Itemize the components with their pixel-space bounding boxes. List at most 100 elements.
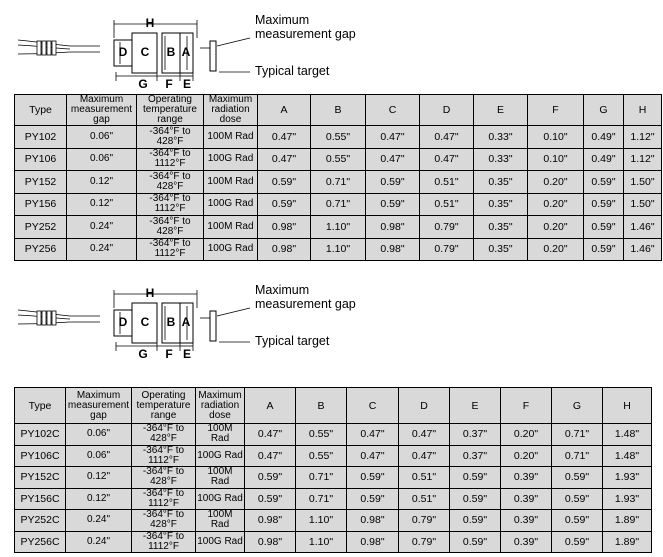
table-cell: 0.55" xyxy=(310,147,366,171)
dim-label-f: F xyxy=(165,77,172,91)
table-cell: 0.47" xyxy=(419,125,474,149)
header-cell: H xyxy=(602,387,652,424)
dimension-lines xyxy=(113,290,251,351)
connector-nut-icon xyxy=(36,40,57,56)
table-cell: 1.12" xyxy=(623,147,662,171)
typical-target-label: Typical target xyxy=(255,334,330,348)
header-cell: Operating temperature range xyxy=(131,387,196,424)
table-cell: 0.06" xyxy=(65,444,132,467)
table-cell: 0.47" xyxy=(398,444,450,467)
spec-table-1: Type Maximum measurement gap Operating t… xyxy=(14,94,662,261)
table-cell: 0.20" xyxy=(527,215,584,239)
table-cell: 1.10" xyxy=(295,530,347,553)
header-cell: Maximum measurement gap xyxy=(65,387,132,424)
table-cell: 1.89" xyxy=(602,509,652,532)
table-cell: -364°F to 1112°F xyxy=(131,487,196,510)
dim-label-a: A xyxy=(182,45,191,59)
type-cell: PY256C xyxy=(14,530,66,553)
header-cell: Maximum radiation dose xyxy=(203,94,258,126)
table-cell: 1.93" xyxy=(602,487,652,510)
table-cell: 100M Rad xyxy=(203,125,258,149)
table-cell: 0.39" xyxy=(500,530,552,553)
header-cell: F xyxy=(500,387,552,424)
type-cell: PY156C xyxy=(14,487,66,510)
dim-label-b: B xyxy=(167,315,176,329)
table-cell: 1.93" xyxy=(602,466,652,489)
header-cell: B xyxy=(295,387,347,424)
table-cell: 0.59" xyxy=(257,170,311,194)
table-cell: 0.71" xyxy=(310,192,366,216)
type-cell: PY156 xyxy=(14,192,67,216)
table-cell: 0.06" xyxy=(65,423,132,446)
header-cell: Type xyxy=(14,94,67,126)
table-cell: -364°F to 1112°F xyxy=(136,147,204,171)
table-cell: 0.47" xyxy=(244,444,296,467)
sensor-drawing: H D C B A G F E Maximum measurement gap … xyxy=(17,283,356,361)
table-cell: 0.59" xyxy=(365,192,420,216)
table-cell: 0.20" xyxy=(500,444,552,467)
header-cell: D xyxy=(398,387,450,424)
table-cell: 0.79" xyxy=(419,237,474,261)
type-cell: PY252C xyxy=(14,509,66,532)
table-cell: -364°F to 1112°F xyxy=(131,530,196,553)
header-cell: E xyxy=(449,387,501,424)
table-cell: 0.98" xyxy=(257,215,311,239)
table-cell: 1.46" xyxy=(623,215,662,239)
table-cell: 0.47" xyxy=(257,125,311,149)
header-cell: G xyxy=(583,94,624,126)
table-cell: 0.59" xyxy=(583,170,624,194)
table-cell: 0.59" xyxy=(583,237,624,261)
table-cell: 0.55" xyxy=(310,125,366,149)
dim-label-h: H xyxy=(146,16,155,30)
table-cell: 0.59" xyxy=(551,466,603,489)
table-cell: -364°F to 1112°F xyxy=(136,237,204,261)
sensor-drawing: H D C B A G F E Maximum measurement gap … xyxy=(17,13,356,91)
table-cell: 0.51" xyxy=(419,170,474,194)
table-cell: 0.55" xyxy=(295,444,347,467)
table-cell: 0.59" xyxy=(244,487,296,510)
table-cell: 100G Rad xyxy=(195,530,245,553)
table-cell: 0.59" xyxy=(346,487,399,510)
type-cell: PY106 xyxy=(14,147,67,171)
table-cell: 1.12" xyxy=(623,125,662,149)
table-cell: 0.51" xyxy=(398,466,450,489)
dimension-lines xyxy=(113,20,251,81)
dim-label-e: E xyxy=(183,347,191,361)
table-cell: -364°F to 1112°F xyxy=(136,192,204,216)
table-cell: 1.46" xyxy=(623,237,662,261)
table-cell: 0.59" xyxy=(449,530,501,553)
sensor-body xyxy=(113,32,194,74)
table-cell: 0.71" xyxy=(295,466,347,489)
header-cell: F xyxy=(527,94,584,126)
table-cell: 0.12" xyxy=(66,192,137,216)
table-cell: 100G Rad xyxy=(203,192,258,216)
header-cell: C xyxy=(346,387,399,424)
table-cell: 0.06" xyxy=(66,125,137,149)
table-cell: 1.89" xyxy=(602,530,652,553)
spec-table-2: Type Maximum measurement gap Operating t… xyxy=(14,387,652,553)
header-cell: G xyxy=(551,387,603,424)
table-cell: 0.12" xyxy=(66,170,137,194)
table-cell: -364°F to 428°F xyxy=(131,423,196,446)
table-cell: 0.59" xyxy=(365,170,420,194)
table-cell: 0.37" xyxy=(449,423,501,446)
table-cell: 0.59" xyxy=(449,487,501,510)
table-cell: 0.98" xyxy=(244,509,296,532)
max-gap-label-line1: Maximum xyxy=(255,13,309,27)
table-cell: 0.71" xyxy=(551,423,603,446)
dim-label-d: D xyxy=(119,315,128,329)
header-cell: A xyxy=(244,387,296,424)
table-cell: 0.20" xyxy=(527,170,584,194)
sensor-body xyxy=(113,302,194,344)
table-cell: 0.59" xyxy=(244,466,296,489)
table-cell: 0.55" xyxy=(295,423,347,446)
table-cell: 100M Rad xyxy=(195,466,245,489)
